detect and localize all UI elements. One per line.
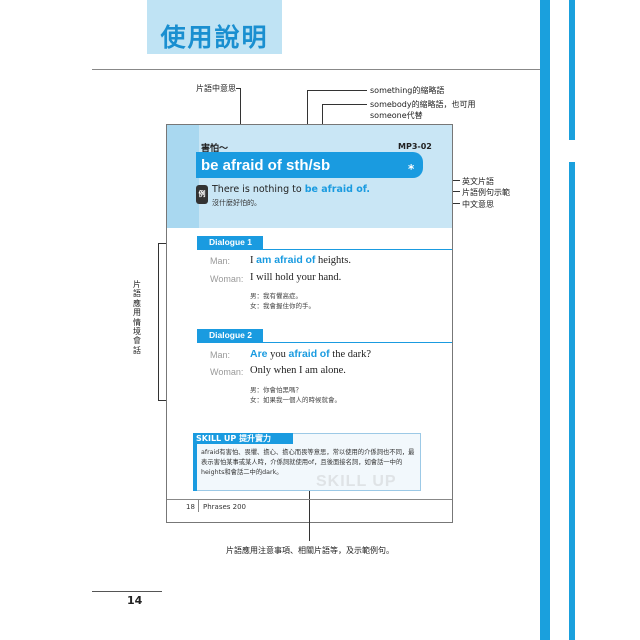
example-sentence-en: There is nothing to be afraid of. xyxy=(212,184,370,195)
annotation-chinese-meaning-right: 中文意思 xyxy=(462,200,494,209)
right-edge-strip xyxy=(540,0,550,640)
dialogue-1-translation: 男：我有懼高症。 xyxy=(250,292,302,300)
annotation-chinese-meaning: 片語中意思 xyxy=(196,84,236,93)
page-title: 使用說明 xyxy=(160,23,269,52)
audio-track-label: MP3-02 xyxy=(398,142,432,151)
sample-page-number: 18 xyxy=(186,503,195,511)
leader-line xyxy=(307,90,308,154)
leader-line xyxy=(307,90,367,91)
leader-line xyxy=(309,491,310,541)
dialogue-1-speaker: Man: xyxy=(210,256,231,266)
header-rule xyxy=(92,69,540,70)
annotation-somebody-1: somebody的縮略語，也可用 xyxy=(370,100,476,109)
sample-page-footer-rule xyxy=(167,499,452,500)
annotation-bottom-note: 片語應用注意事項、相關片語等，及示範例句。 xyxy=(226,546,394,555)
dialogue-1-speaker: Woman: xyxy=(210,274,244,284)
dialogue-1-translation: 女：我會握住你的手。 xyxy=(250,302,315,310)
phrase-bar xyxy=(196,152,423,178)
bracket-line xyxy=(158,243,159,401)
dialogue-2-translation: 男：你會怕黑嗎？ xyxy=(250,386,302,394)
leader-line xyxy=(236,88,241,89)
dialogue-2-speaker: Man: xyxy=(210,350,231,360)
annotation-dialogue-usage: 片語應用情境會話 xyxy=(133,280,141,355)
sample-page-book-title: Phrases 200 xyxy=(203,503,247,511)
dialogue-1-line: I am afraid of heights. xyxy=(250,254,351,266)
annotation-somebody-2: someone代替 xyxy=(370,111,423,120)
dialogue-1-label: Dialogue 1 xyxy=(197,236,263,250)
annotation-phrase-example: 片語例句示範 xyxy=(462,188,510,197)
dialogue-2-line: Are you afraid of the dark? xyxy=(250,348,372,360)
phrase-band-accent xyxy=(167,125,199,228)
example-icon: 例 xyxy=(196,185,208,204)
leader-line xyxy=(240,88,241,140)
skill-up-side-bar xyxy=(193,444,197,491)
skill-up-watermark: SKILL UP xyxy=(316,473,397,490)
title-background xyxy=(147,0,282,54)
page-footer-rule xyxy=(92,591,162,592)
skill-up-body: afraid有害怕、畏懼、擔心、擔心而畏等意思，常以使用的介係詞也不同，最表示害… xyxy=(201,449,415,476)
page-number: 14 xyxy=(127,594,143,607)
example-en-text: There is nothing to xyxy=(212,184,305,195)
phrase-text: be afraid of sth/sb xyxy=(201,157,331,174)
skill-up-heading: SKILL UP 提升實力 xyxy=(193,433,293,444)
dialogue-2-translation: 女：如果我一個人的時候就會。 xyxy=(250,396,341,404)
dialogue-2-label: Dialogue 2 xyxy=(197,329,263,343)
dialogue-1-rule xyxy=(197,249,452,250)
annotation-english-phrase: 英文片語 xyxy=(462,177,494,186)
dialogue-2-line: Only when I am alone. xyxy=(250,365,346,376)
example-en-highlight: be afraid of. xyxy=(304,184,370,195)
dialogue-2-rule xyxy=(197,342,452,343)
chinese-heading: 害怕～ xyxy=(201,144,229,154)
right-edge-strip-top xyxy=(569,0,575,140)
right-edge-strip-bottom xyxy=(569,162,575,640)
annotation-something: something的縮略語 xyxy=(370,86,445,95)
dialogue-2-speaker: Woman: xyxy=(210,367,244,377)
footer-separator xyxy=(198,500,199,512)
star-icon: * xyxy=(408,162,415,176)
dialogue-1-line: I will hold your hand. xyxy=(250,272,342,283)
leader-line xyxy=(322,104,367,105)
example-sentence-cn: 沒什麼好怕的。 xyxy=(212,199,261,207)
